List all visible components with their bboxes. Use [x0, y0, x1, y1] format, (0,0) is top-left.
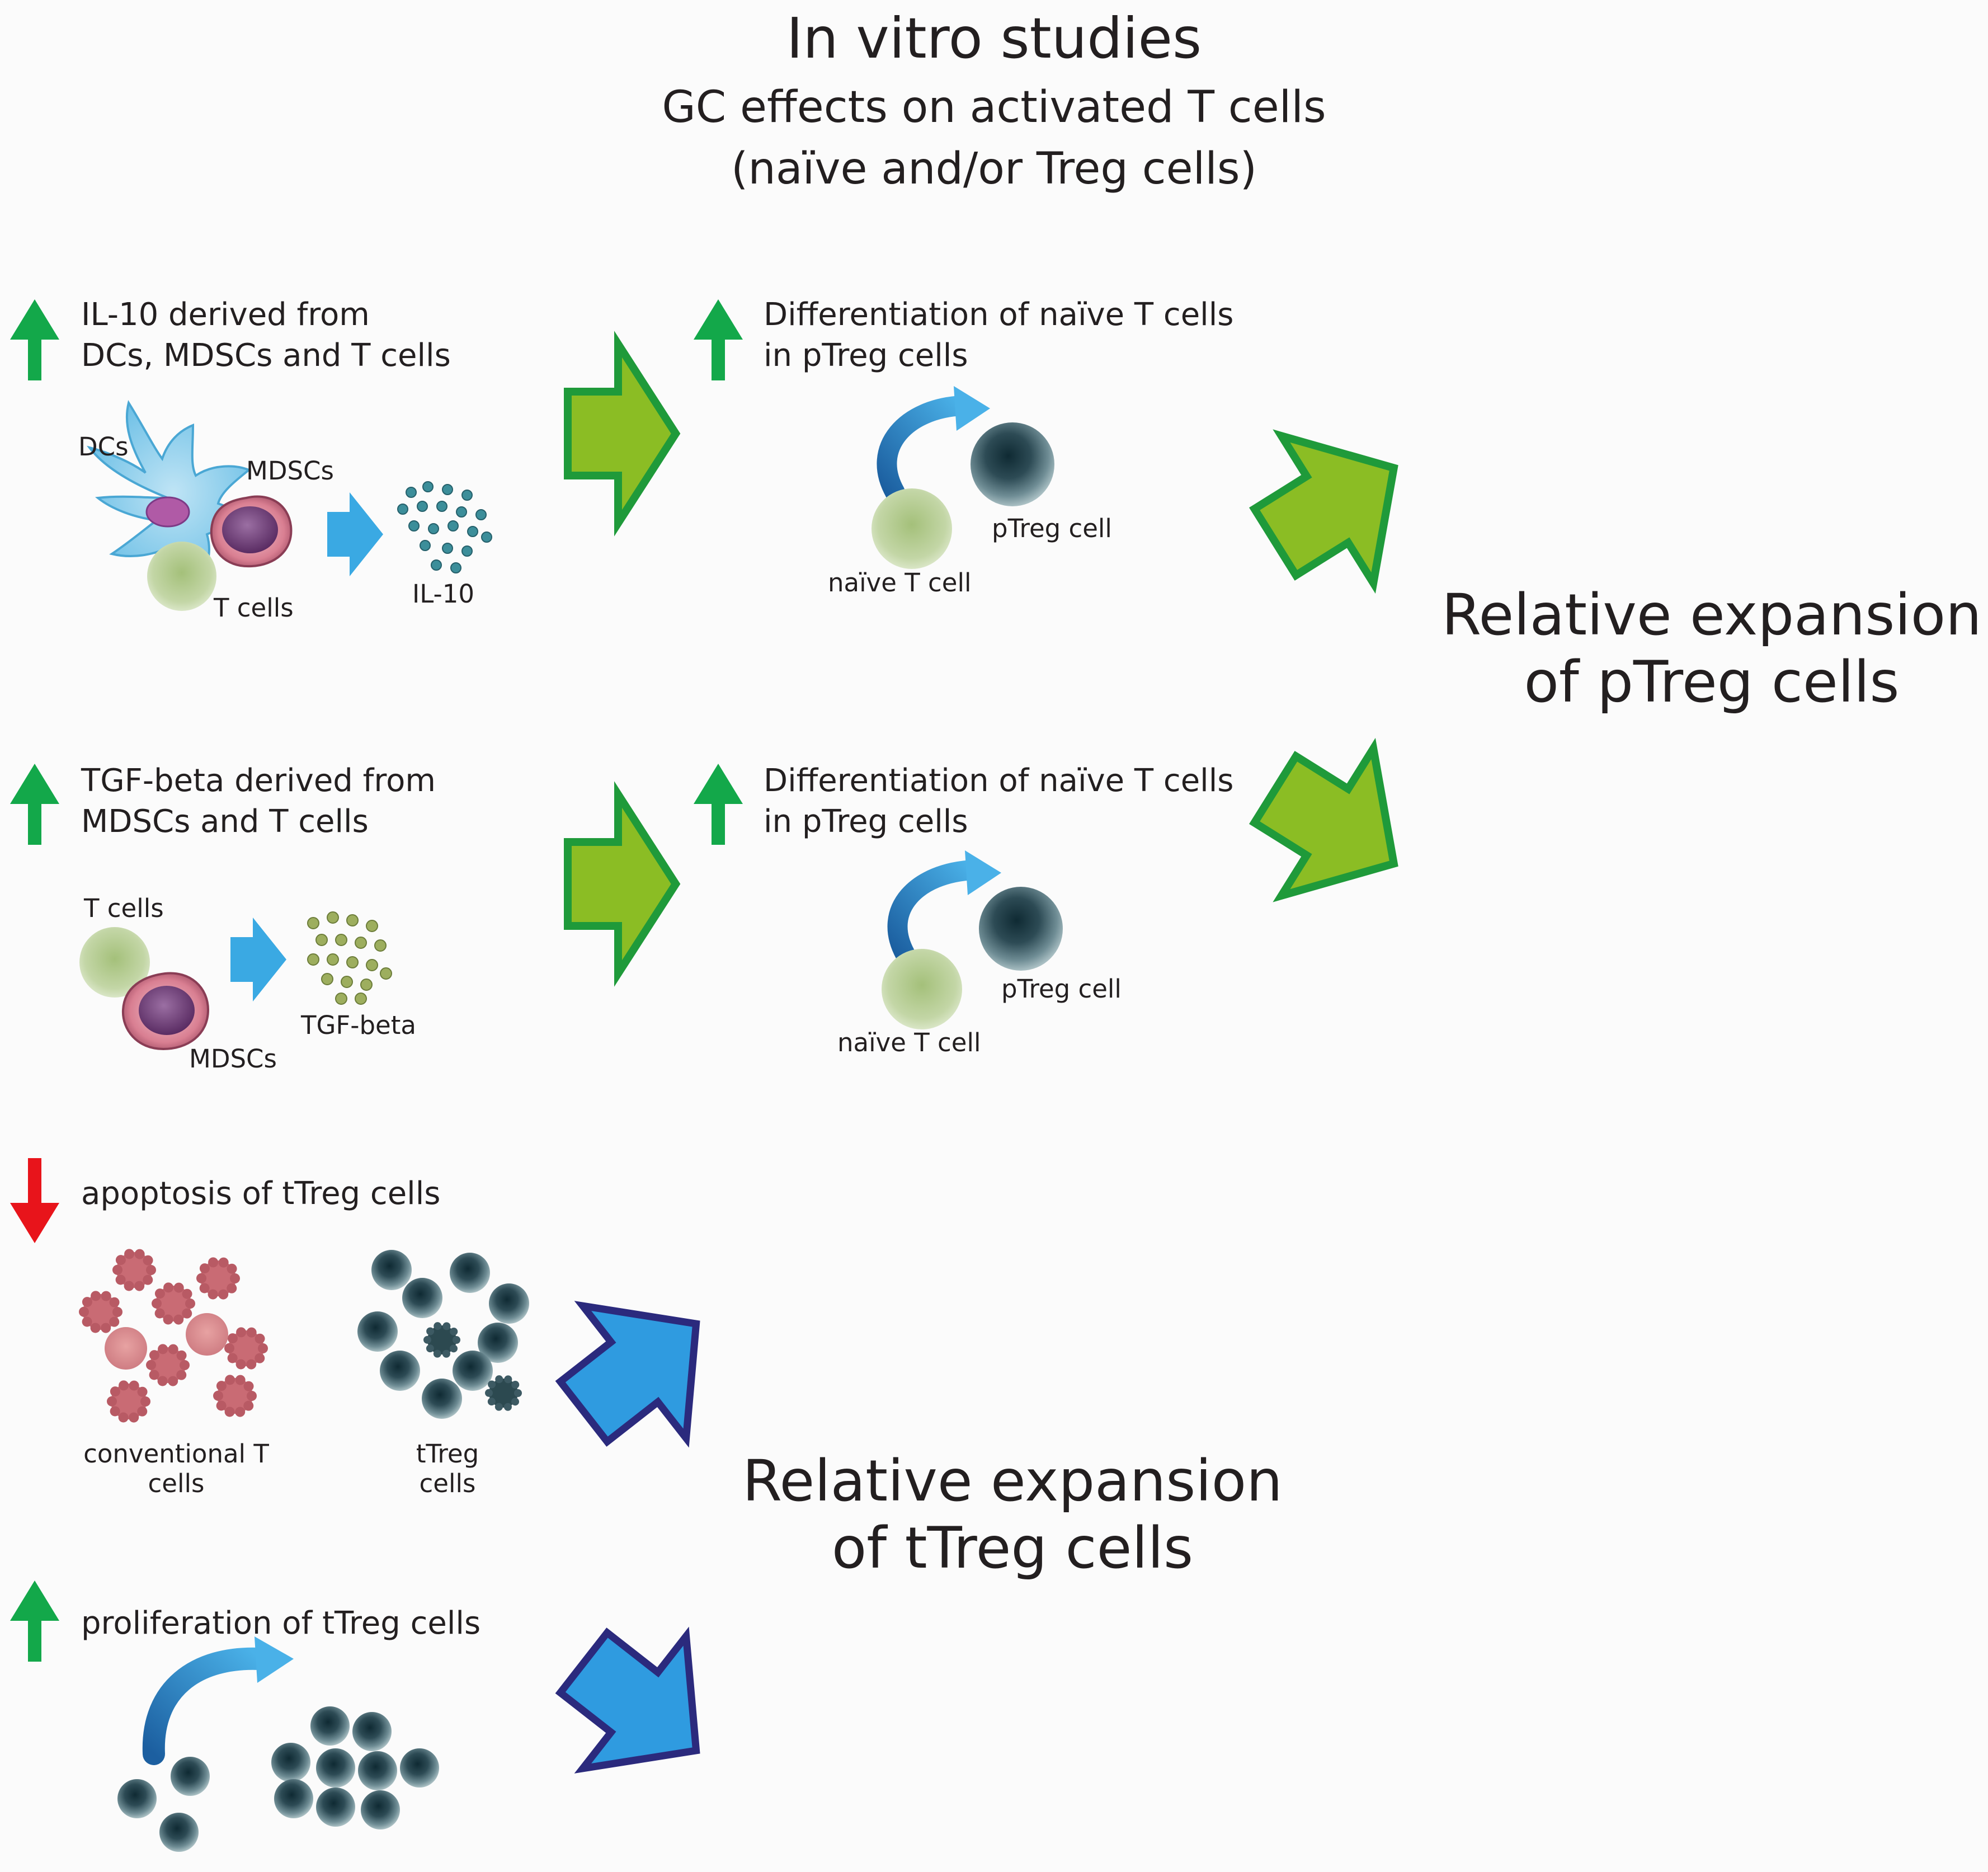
- naive-t-cell-label: naïve T cell: [828, 568, 972, 598]
- proliferation-heading: proliferation of tTreg cells: [81, 1605, 481, 1641]
- ttreg-outcome-label: Relative expansion of tTreg cells: [742, 1448, 1283, 1582]
- mdscs-label: MDSCs: [246, 456, 334, 486]
- ttreg-cells-label: tTreg cells: [416, 1439, 479, 1499]
- ttreg-cells-icon: [357, 1250, 529, 1419]
- proliferating-ttreg-cells-icon: [117, 1706, 439, 1852]
- mdsc-cell-icon: [210, 495, 293, 568]
- differentiation-heading-2: Differentiation of naïve T cells in pTre…: [764, 763, 1234, 840]
- mdsc-cell-icon: [121, 972, 210, 1051]
- mdscs-label: MDSCs: [189, 1044, 277, 1074]
- process-arrow-icon: [327, 492, 383, 576]
- dendritic-cell-icon: [87, 399, 260, 584]
- ptreg-cell-label: pTreg cell: [992, 514, 1112, 543]
- up-arrow-icon: [10, 1581, 59, 1662]
- green-converging-arrow-icon: [1249, 737, 1398, 902]
- t-cell-icon: [147, 542, 216, 611]
- ptreg-cell-icon: [971, 422, 1054, 506]
- up-arrow-icon: [694, 764, 743, 845]
- ptreg-cell-label: pTreg cell: [1001, 974, 1122, 1004]
- curved-arrow-icon: [142, 1636, 294, 1765]
- naive-t-cell-icon: [882, 949, 962, 1029]
- up-arrow-icon: [10, 299, 59, 380]
- page-subtitle-line-1: GC effects on activated T cells: [662, 82, 1326, 133]
- ptreg-cell-icon: [979, 887, 1063, 971]
- up-arrow-icon: [694, 299, 743, 380]
- apoptosis-heading: apoptosis of tTreg cells: [81, 1175, 441, 1212]
- t-cells-label: T cells: [214, 593, 294, 623]
- t-cells-label: T cells: [84, 893, 164, 923]
- green-flow-arrow-icon: [564, 331, 681, 537]
- t-cell-icon: [79, 927, 150, 998]
- process-arrow-icon: [230, 918, 286, 1001]
- conventional-t-cells-icon: [79, 1249, 268, 1423]
- blue-converging-arrow-icon: [555, 1301, 700, 1448]
- naive-t-cell-icon: [871, 488, 952, 569]
- down-arrow-icon: [10, 1158, 59, 1243]
- conventional-t-cells-label: conventional T cells: [83, 1439, 269, 1499]
- up-arrow-icon: [10, 764, 59, 845]
- curved-arrow-icon: [877, 386, 990, 502]
- tgf-beta-label: TGF-beta: [301, 1010, 416, 1040]
- green-converging-arrow-icon: [1249, 429, 1398, 594]
- curved-arrow-icon: [887, 850, 1001, 964]
- differentiation-heading-1: Differentiation of naïve T cells in pTre…: [764, 297, 1234, 374]
- dcs-label: DCs: [78, 432, 129, 462]
- naive-t-cell-label: naïve T cell: [837, 1028, 981, 1057]
- il10-heading: IL-10 derived from DCs, MDSCs and T cell…: [81, 297, 451, 374]
- il10-label: IL-10: [412, 579, 475, 609]
- page-title: In vitro studies: [786, 6, 1202, 71]
- green-flow-arrow-icon: [564, 781, 681, 987]
- page-subtitle-line-2: (naïve and/or Treg cells): [731, 144, 1257, 194]
- il-10-molecules-icon: [397, 481, 492, 573]
- ptreg-outcome-label: Relative expansion of pTreg cells: [1441, 582, 1982, 716]
- tgf-beta-molecules-icon: [307, 911, 392, 1005]
- blue-converging-arrow-icon: [555, 1626, 700, 1774]
- tgf-heading: TGF-beta derived from MDSCs and T cells: [81, 763, 436, 840]
